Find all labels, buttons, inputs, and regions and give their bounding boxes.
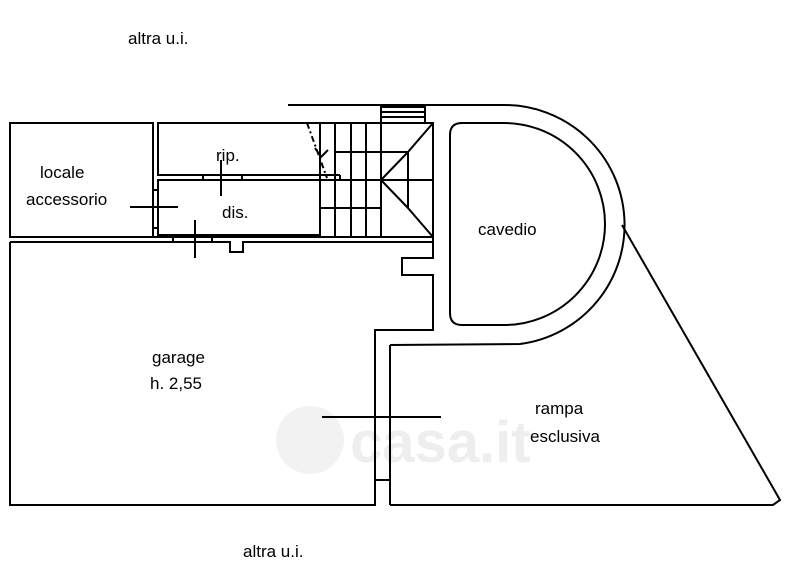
label-locale: locale: [40, 163, 84, 182]
label-cavedio: cavedio: [478, 220, 537, 239]
label-esclusiva: esclusiva: [530, 427, 600, 446]
label-bottom-neighbor: altra u.i.: [243, 542, 303, 561]
label-rampa: rampa: [535, 399, 584, 418]
room-cavedio: [449, 122, 606, 326]
label-garage: garage: [152, 348, 205, 367]
label-garage-height: h. 2,55: [150, 374, 202, 393]
label-dis: dis.: [222, 203, 248, 222]
staircase: [288, 104, 450, 238]
label-top-neighbor: altra u.i.: [128, 29, 188, 48]
watermark: casa.it: [276, 406, 531, 475]
room-garage: [9, 236, 441, 506]
label-rip: rip.: [216, 146, 240, 165]
ramp-wall: [389, 103, 626, 346]
label-accessorio: accessorio: [26, 190, 107, 209]
svg-text:casa.it: casa.it: [350, 410, 531, 475]
room-rampa: [390, 224, 782, 506]
